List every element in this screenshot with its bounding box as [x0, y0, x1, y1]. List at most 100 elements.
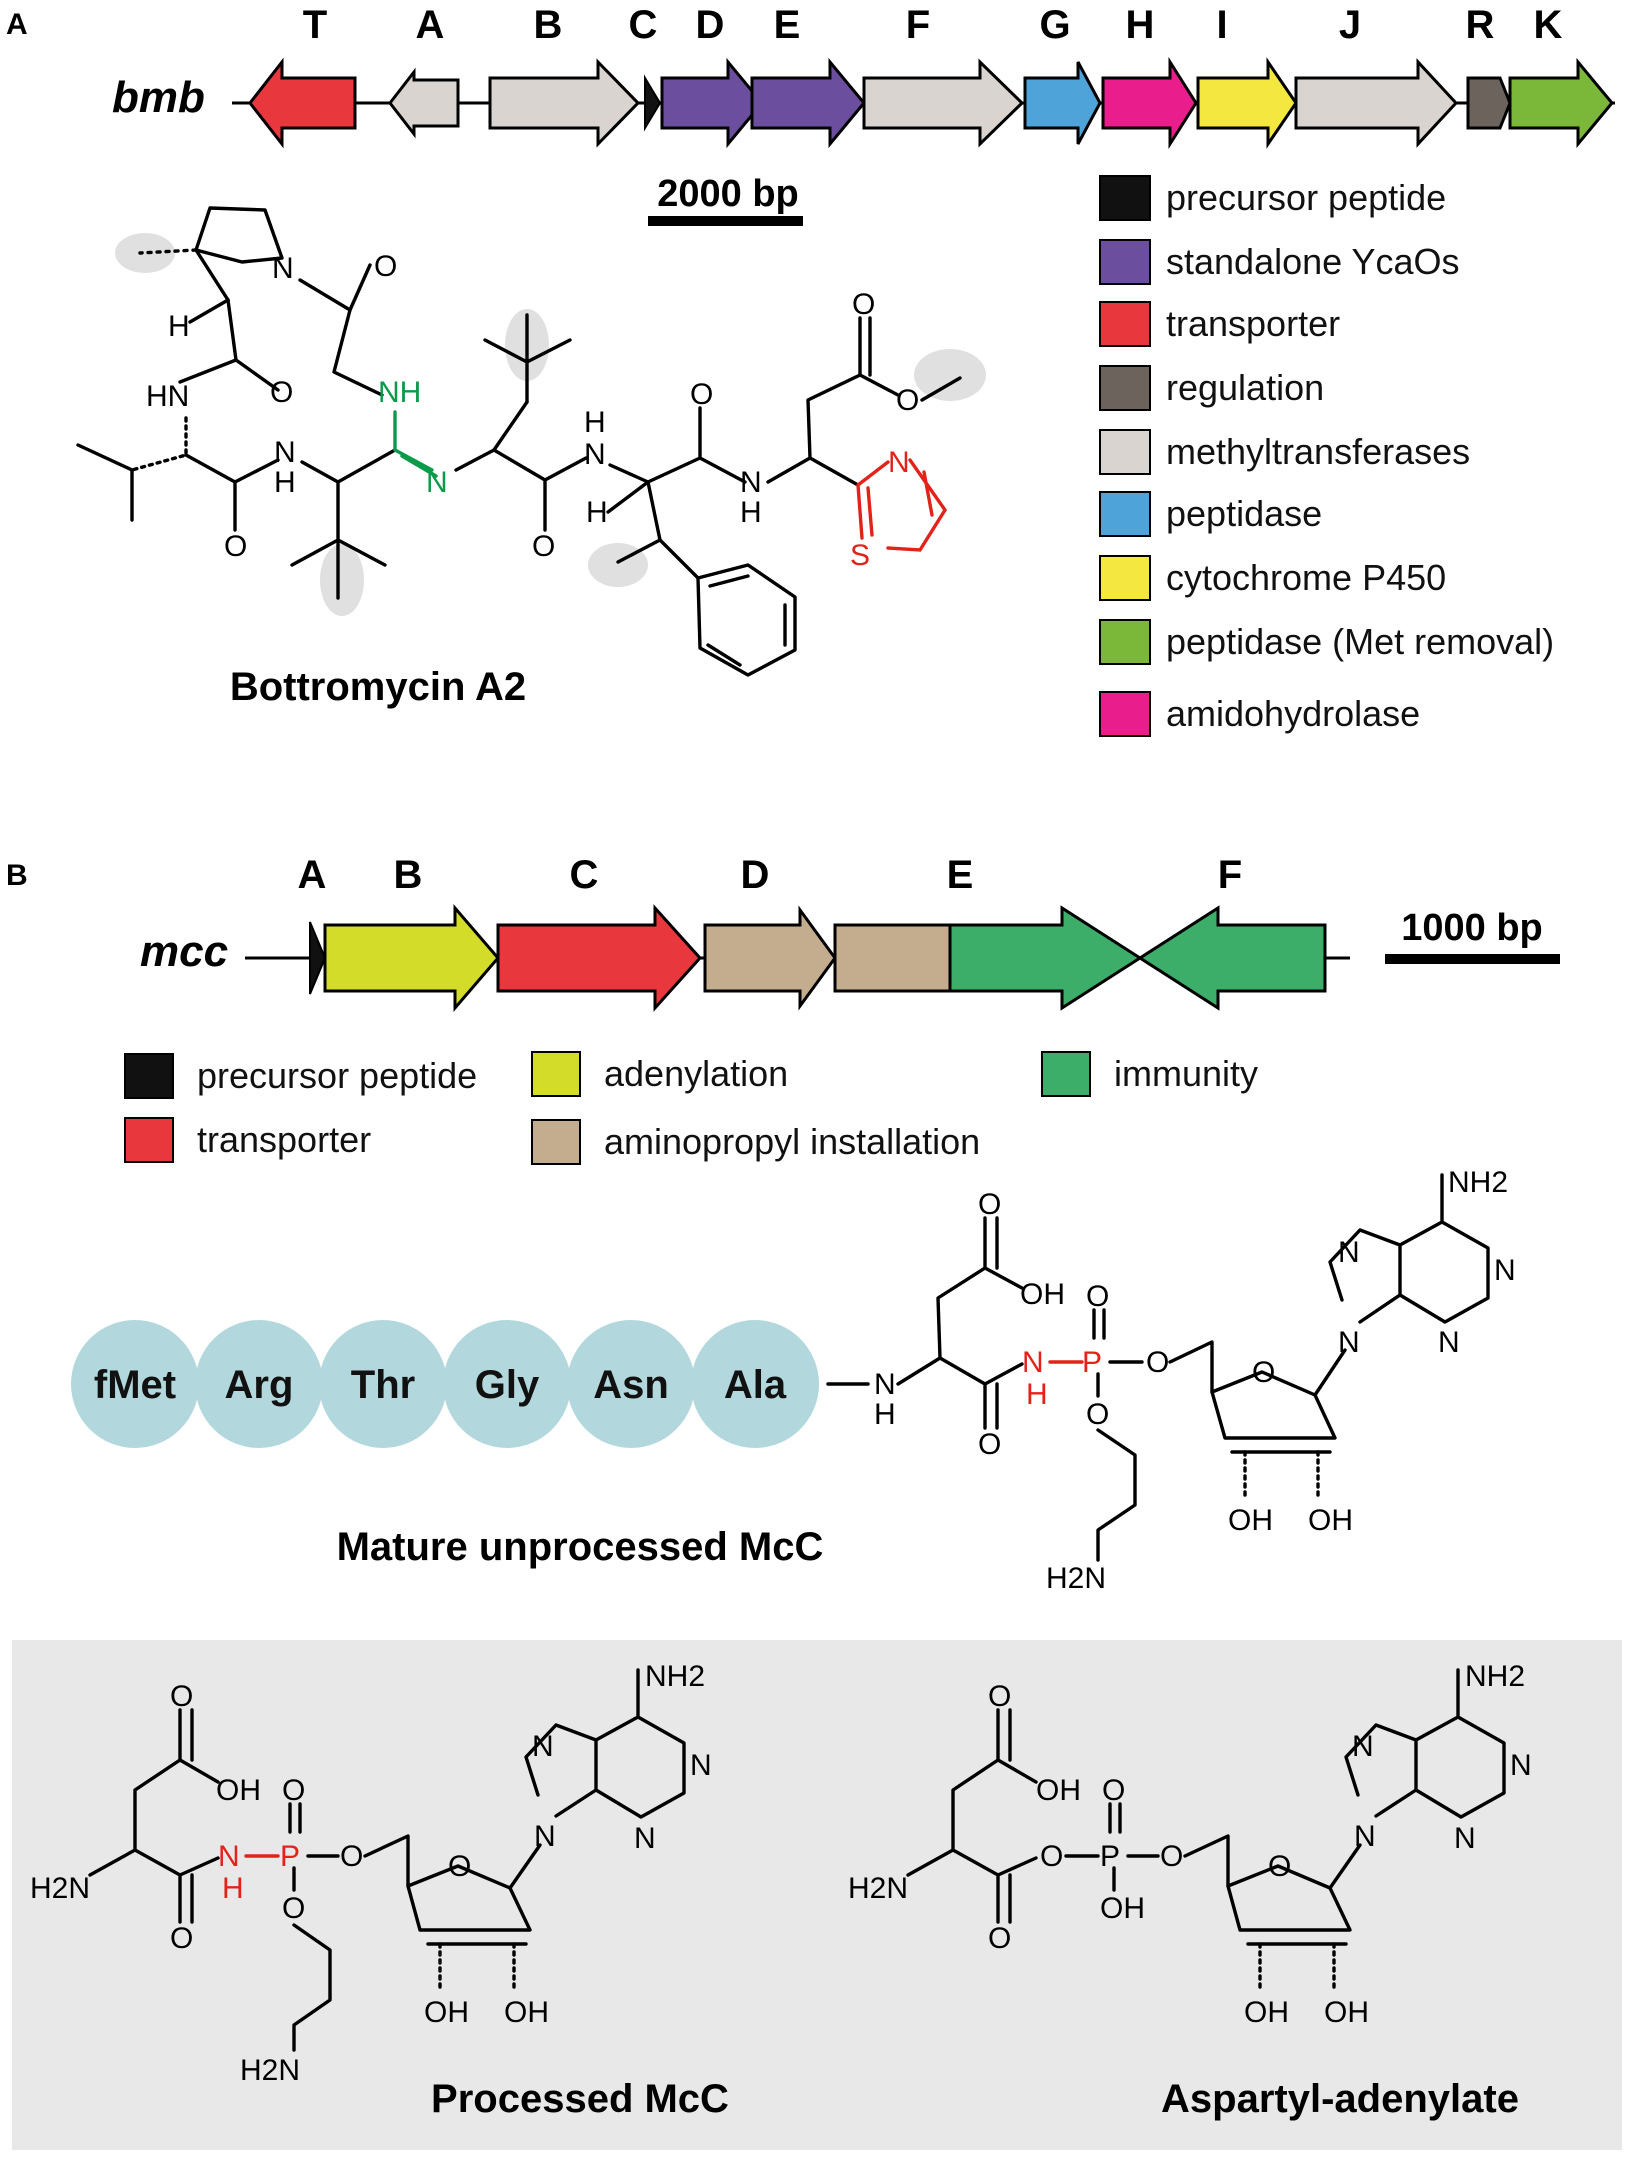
atom-o: O	[978, 1428, 1001, 1461]
gene-bmbR	[1466, 76, 1512, 130]
legend-label: transporter	[1166, 303, 1340, 344]
mcc-letter-B: B	[394, 853, 423, 897]
bmb-scale-bar	[648, 216, 803, 226]
bond	[88, 1848, 194, 1924]
ribose-ring	[1226, 1864, 1352, 1932]
methyl-highlight	[914, 349, 986, 401]
legend-label: peptidase	[1166, 493, 1322, 534]
gene-letter-I: I	[1216, 3, 1227, 47]
bond	[524, 1723, 598, 1818]
atom-n: N	[740, 466, 762, 499]
bond	[234, 358, 280, 392]
bond	[1258, 1942, 1336, 1994]
gene-bmbA	[388, 67, 460, 139]
gene-bmbT	[248, 57, 357, 149]
bond	[138, 248, 198, 255]
thiazole-bond	[856, 458, 948, 552]
mcc-gene-arrows	[309, 903, 1327, 1013]
atom-h-red: H	[1026, 1378, 1048, 1411]
atom-oh: OH	[424, 1996, 469, 2029]
bond	[178, 1758, 220, 1784]
atom-n: N	[1454, 1822, 1476, 1855]
bond	[808, 456, 860, 487]
bond	[130, 416, 188, 472]
bond	[1344, 1723, 1418, 1818]
gene-letter-E: E	[774, 3, 801, 47]
atom-n: N	[532, 1730, 554, 1763]
gene-mccA	[309, 921, 327, 995]
amino-acid-bead	[691, 1320, 819, 1448]
bond	[290, 480, 387, 600]
gene-mccD	[703, 905, 837, 1011]
amino-acid-label: Asn	[593, 1363, 669, 1407]
panel-a-label: A	[6, 8, 28, 41]
bond	[1243, 1450, 1320, 1502]
mcc-letter-D: D	[741, 853, 770, 897]
legend-label: precursor peptide	[197, 1055, 477, 1096]
bond	[906, 1848, 1012, 1924]
bond	[438, 1942, 516, 1994]
atom-n: N	[1510, 1749, 1532, 1782]
gene-letter-T: T	[303, 3, 327, 47]
atom-h2n: H2N	[848, 1872, 908, 1905]
processed-compounds-box	[12, 1640, 1622, 2150]
bond	[936, 1216, 987, 1360]
ribose-ring	[406, 1864, 532, 1932]
bmb-gene-letters: T A B C D E F G H I J R K	[303, 3, 1563, 47]
atom-p-red: P	[280, 1840, 300, 1873]
legend-swatch	[1099, 301, 1151, 347]
legend-label: amidohydrolase	[1166, 693, 1420, 734]
atom-o: O	[852, 288, 875, 321]
atom-nh-green: NH	[378, 376, 421, 409]
legend-label: aminopropyl installation	[604, 1121, 980, 1162]
amino-acid-label: Thr	[351, 1363, 415, 1407]
atom-n: N	[1338, 1236, 1360, 1269]
atom-o: O	[282, 1892, 305, 1925]
bond	[233, 458, 280, 484]
amino-acid-bead	[195, 1320, 323, 1448]
bond	[194, 248, 230, 302]
atom-oh: OH	[216, 1774, 261, 1807]
mcc-letter-F: F	[1218, 853, 1242, 897]
bond	[951, 1708, 1012, 1852]
legend-swatch	[124, 1053, 174, 1099]
bond	[706, 574, 787, 667]
gene-bmbF	[862, 58, 1025, 148]
thiazole-bond	[922, 470, 934, 517]
atom-h2n: H2N	[240, 2054, 300, 2087]
gene-mccE	[948, 905, 1143, 1011]
gene-bmbD	[660, 57, 764, 149]
ribose-ring	[1210, 1370, 1337, 1440]
amino-acid-label: Arg	[225, 1363, 294, 1407]
bond	[492, 448, 547, 532]
legend-label: cytochrome P450	[1166, 557, 1446, 598]
atom-oh: OH	[1228, 1504, 1273, 1537]
atom-oh: OH	[504, 1996, 549, 2029]
gene-mccB	[323, 903, 500, 1013]
gene-bmbC	[644, 74, 662, 132]
atom-n: N	[1494, 1254, 1516, 1287]
atom-oh: OH	[1244, 1996, 1289, 2029]
bond	[1313, 1348, 1347, 1397]
gene-bmbE	[750, 57, 866, 149]
bond	[1108, 1802, 1122, 1834]
legend-swatch	[531, 1119, 581, 1165]
gene-letter-K: K	[1534, 3, 1563, 47]
gene-letter-D: D	[696, 3, 725, 47]
atom-o: O	[1252, 1356, 1275, 1389]
gene-bmbJ	[1294, 58, 1459, 148]
bond	[288, 1802, 302, 1834]
bond	[766, 373, 862, 484]
atom-o: O	[1086, 1398, 1109, 1431]
atom-h: H	[874, 1398, 896, 1431]
bond	[1414, 1668, 1506, 1819]
atom-o: O	[988, 1922, 1011, 1955]
gene-letter-J: J	[1339, 3, 1361, 47]
atom-h2n: H2N	[30, 1872, 90, 1905]
atom-n: N	[272, 252, 294, 285]
bond	[698, 456, 747, 484]
gene-bmbI	[1196, 57, 1298, 149]
bond	[332, 308, 384, 397]
